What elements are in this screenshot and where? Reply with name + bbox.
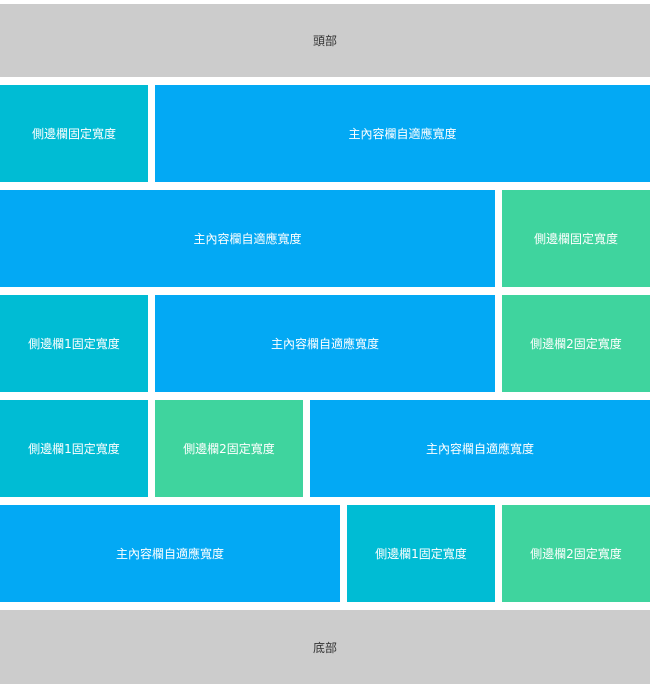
footer-label: 底部 [312,640,337,655]
sidebar-2-label: 側邊欄2固定寬度 [183,442,275,456]
main-content-label: 主內容欄自適應寬度 [193,232,302,246]
main-content: 主內容欄自適應寬度 [155,295,495,392]
sidebar-1-fixed: 側邊欄1固定寬度 [0,400,148,497]
header-label: 頭部 [312,34,337,48]
main-content: 主內容欄自適應寬度 [155,85,650,182]
main-content-label: 主內容欄自適應寬度 [115,547,224,561]
footer: 底部 [0,610,650,684]
sidebar-2-fixed: 側邊欄2固定寬度 [502,505,650,602]
sidebar-2-label: 側邊欄2固定寬度 [530,337,622,351]
sidebar-fixed: 側邊欄固定寬度 [502,190,650,287]
sidebar-label: 側邊欄固定寬度 [31,127,116,141]
sidebar-1-label: 側邊欄1固定寬度 [28,442,120,456]
layout-row-4: 側邊欄1固定寬度 側邊欄2固定寬度 主內容欄自適應寬度 [0,400,650,497]
sidebar-2-label: 側邊欄2固定寬度 [530,547,622,561]
main-content-label: 主內容欄自適應寬度 [270,337,379,351]
sidebar-1-fixed: 側邊欄1固定寬度 [347,505,495,602]
layout-row-3: 側邊欄1固定寬度 主內容欄自適應寬度 側邊欄2固定寬度 [0,295,650,392]
sidebar-2-fixed: 側邊欄2固定寬度 [502,295,650,392]
sidebar-label: 側邊欄固定寬度 [533,232,618,246]
main-content-label: 主內容欄自適應寬度 [425,442,534,456]
header: 頭部 [0,4,650,77]
sidebar-1-label: 側邊欄1固定寬度 [28,337,120,351]
sidebar-fixed: 側邊欄固定寬度 [0,85,148,182]
main-content-label: 主內容欄自適應寬度 [348,127,457,141]
sidebar-1-fixed: 側邊欄1固定寬度 [0,295,148,392]
main-content: 主內容欄自適應寬度 [0,190,495,287]
main-content: 主內容欄自適應寬度 [310,400,650,497]
layout-row-5: 主內容欄自適應寬度 側邊欄1固定寬度 側邊欄2固定寬度 [0,505,650,602]
main-content: 主內容欄自適應寬度 [0,505,340,602]
layout-row-1: 側邊欄固定寬度 主內容欄自適應寬度 [0,85,650,182]
layout-row-2: 主內容欄自適應寬度 側邊欄固定寬度 [0,190,650,287]
sidebar-1-label: 側邊欄1固定寬度 [375,547,467,561]
sidebar-2-fixed: 側邊欄2固定寬度 [155,400,303,497]
